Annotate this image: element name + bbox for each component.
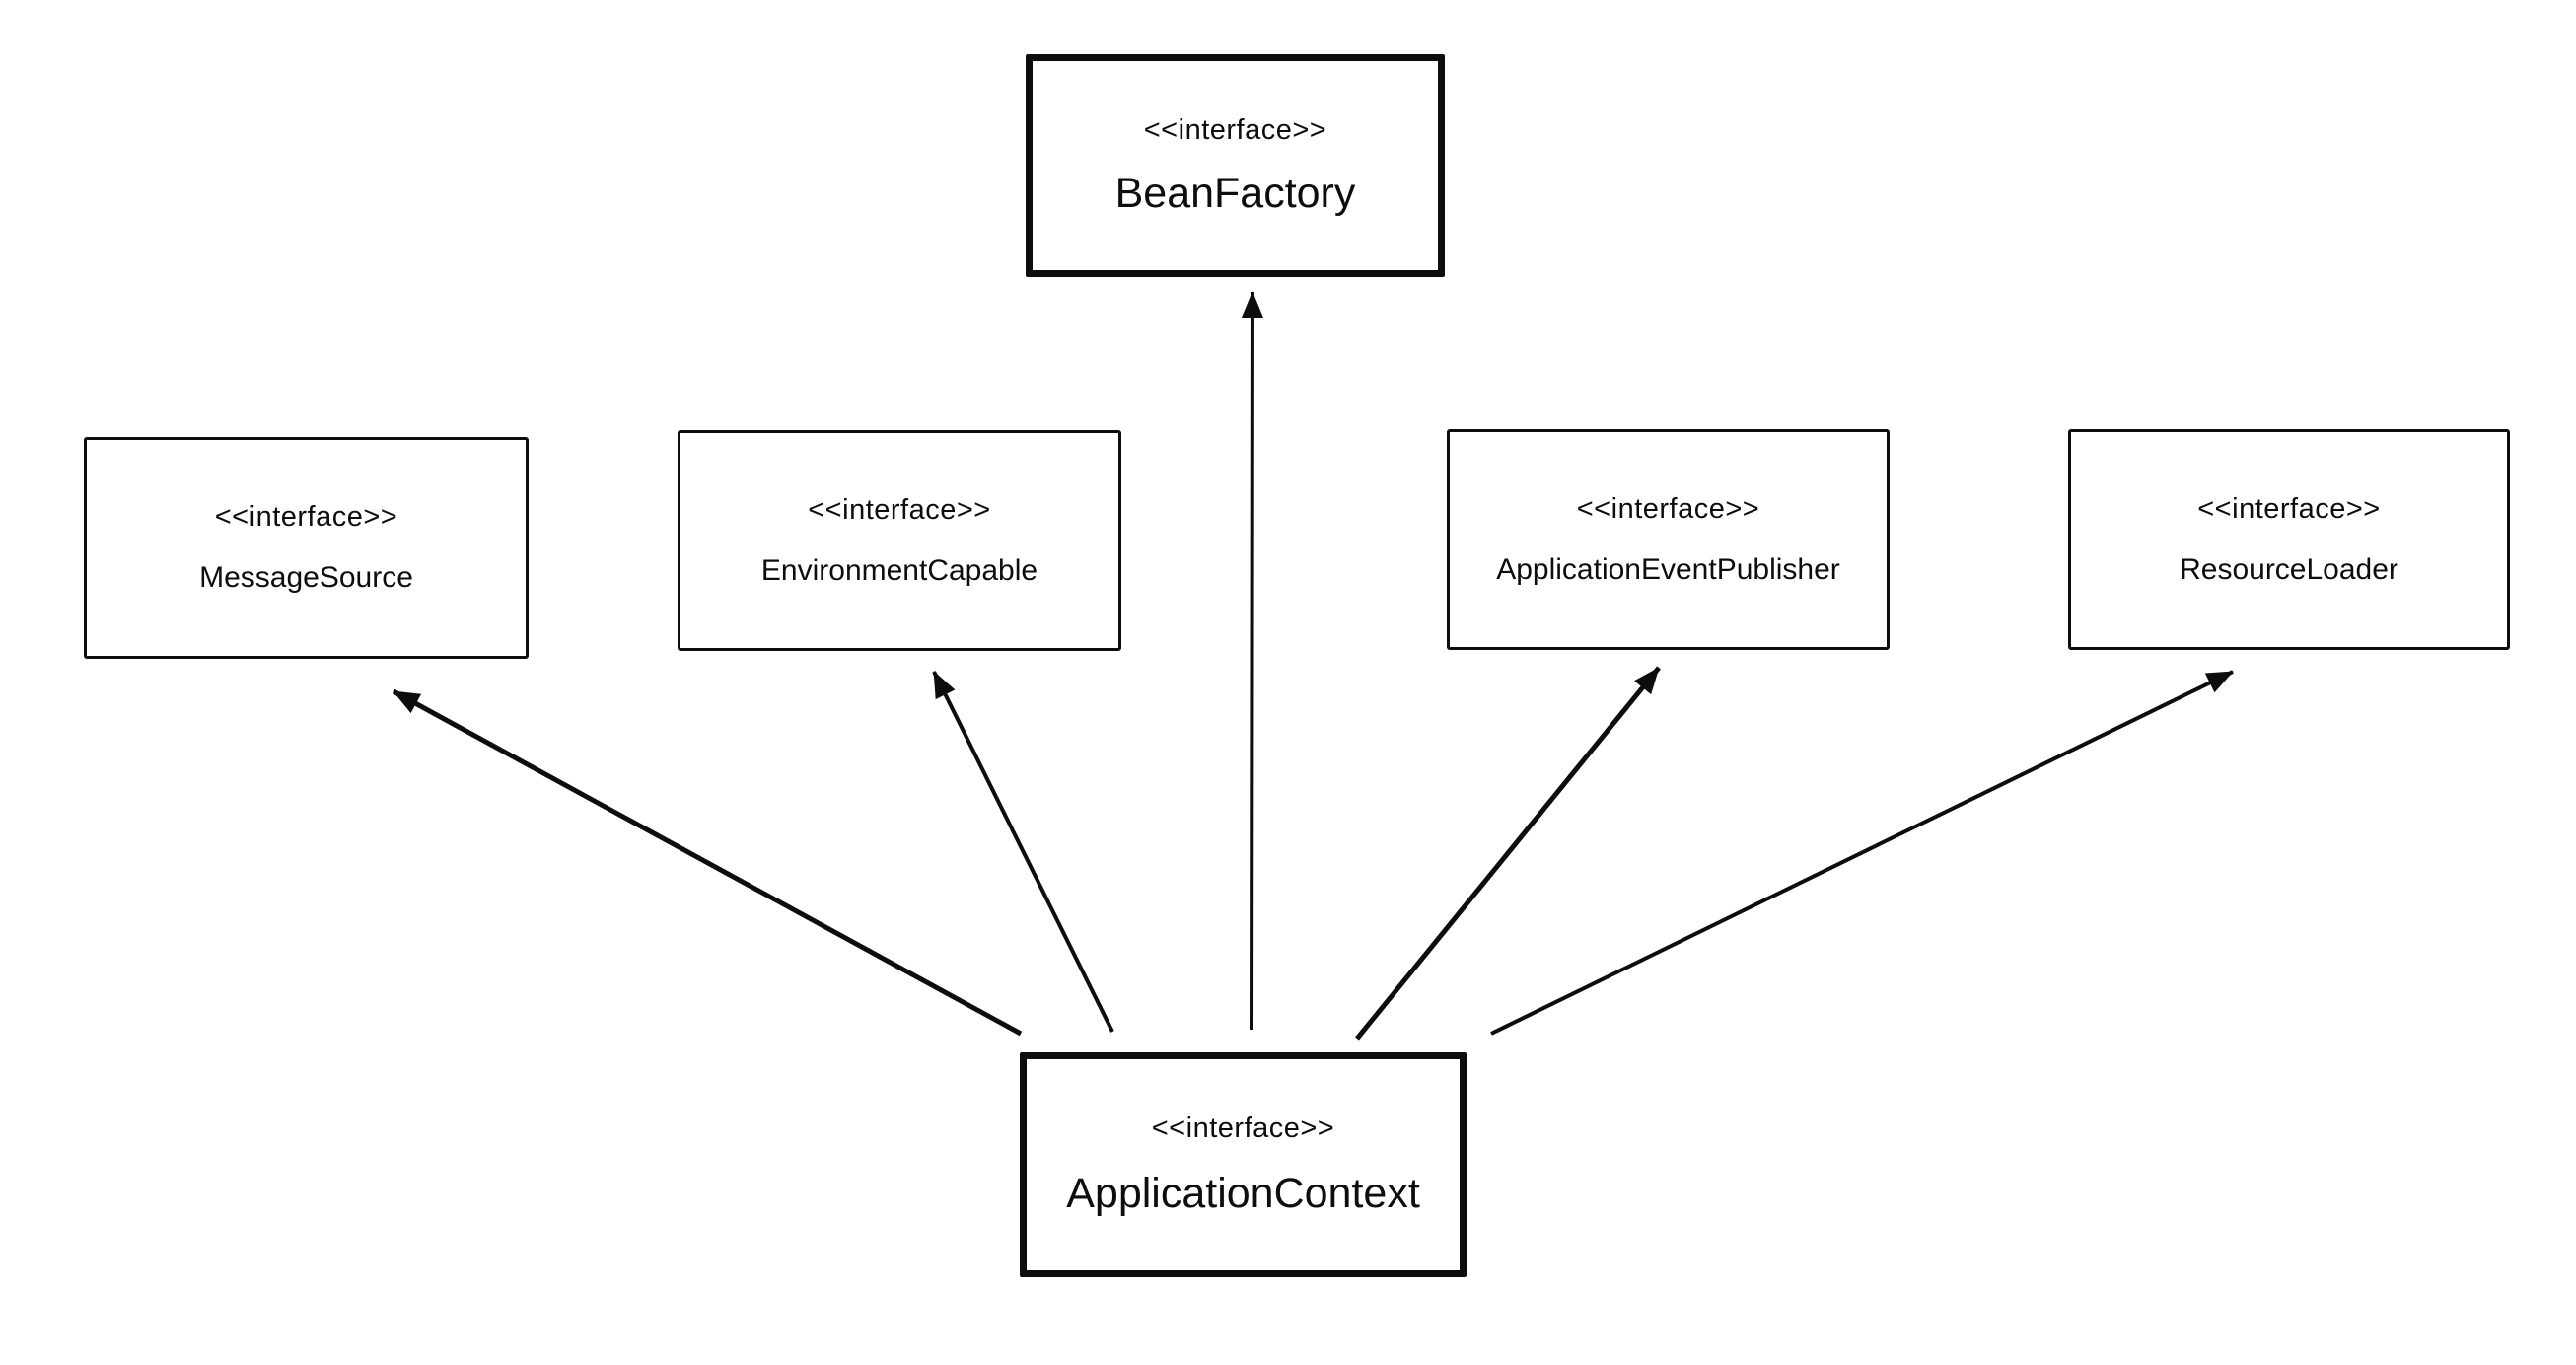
uml-interface-box-environmentcapable[interactable]: <<interface>> EnvironmentCapable <box>678 430 1121 651</box>
interface-name: ApplicationContext <box>1066 1170 1420 1217</box>
edge-applicationcontext-to-resourceloader[interactable] <box>1490 670 2234 1036</box>
interface-name: ApplicationEventPublisher <box>1496 552 1840 586</box>
uml-interface-box-applicationeventpublisher[interactable]: <<interface>> ApplicationEventPublisher <box>1447 429 1890 650</box>
stereotype-label: <<interface>> <box>1143 114 1327 146</box>
interface-name: MessageSource <box>199 561 413 594</box>
interface-name: ResourceLoader <box>2180 552 2398 586</box>
stereotype-label: <<interface>> <box>2197 492 2381 525</box>
stereotype-label: <<interface>> <box>1151 1113 1335 1144</box>
edge-applicationcontext-to-messagesource[interactable] <box>392 688 1023 1037</box>
uml-interface-box-messagesource[interactable]: <<interface>> MessageSource <box>84 437 529 659</box>
stereotype-label: <<interface>> <box>808 493 991 526</box>
edge-applicationcontext-to-applicationeventpublisher[interactable] <box>1355 666 1661 1041</box>
interface-name: EnvironmentCapable <box>760 553 1038 587</box>
stereotype-label: <<interface>> <box>214 501 398 533</box>
uml-interface-box-resourceloader[interactable]: <<interface>> ResourceLoader <box>2068 429 2510 650</box>
interface-name: BeanFactory <box>1114 170 1356 217</box>
edge-applicationcontext-to-environmentcapable[interactable] <box>932 671 1114 1033</box>
uml-interface-box-beanfactory[interactable]: <<interface>> BeanFactory <box>1026 54 1445 277</box>
stereotype-label: <<interface>> <box>1576 492 1760 525</box>
uml-interface-box-applicationcontext[interactable]: <<interface>> ApplicationContext <box>1020 1052 1467 1277</box>
